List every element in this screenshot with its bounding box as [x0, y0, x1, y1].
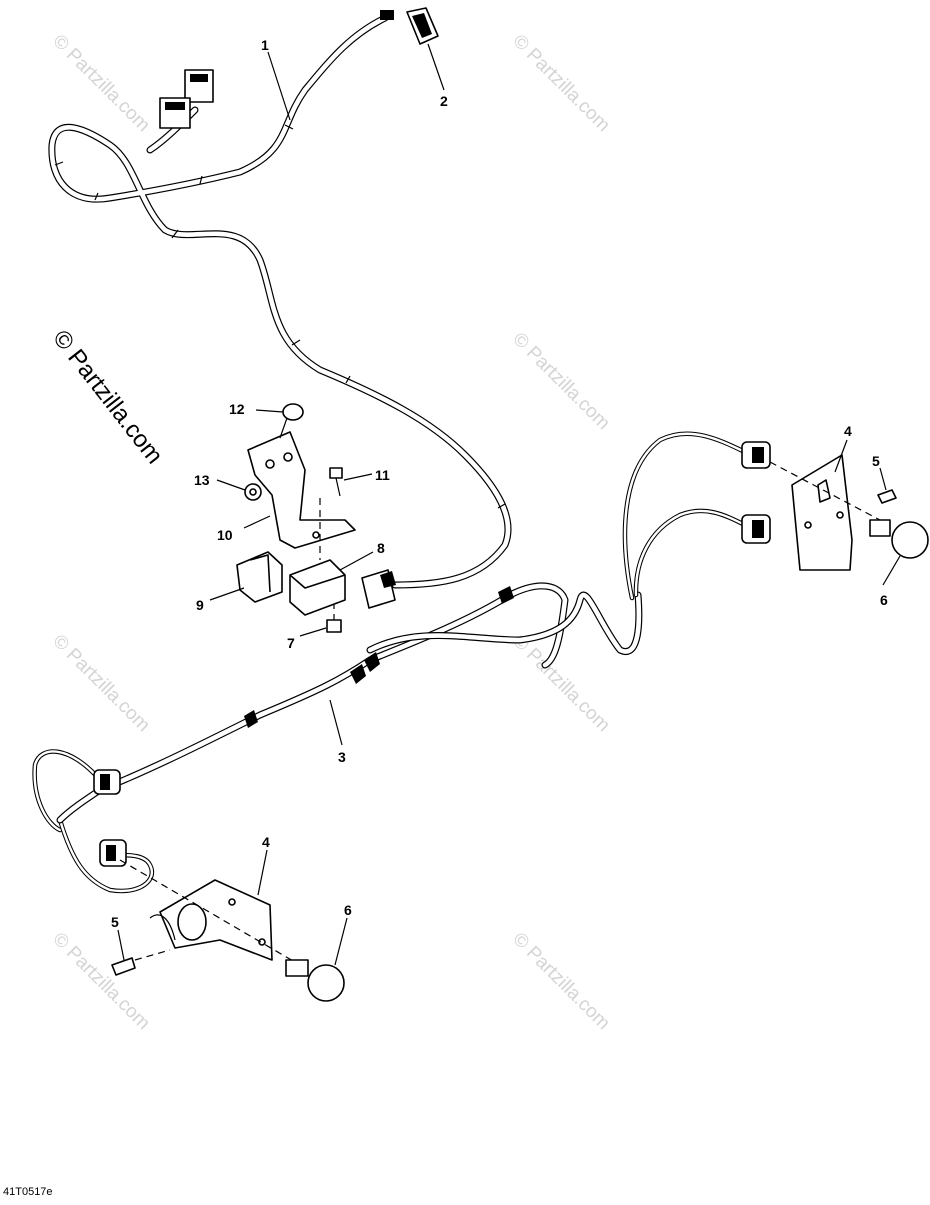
main-harness — [48, 7, 512, 609]
callout-7: 7 — [287, 635, 295, 651]
bulb-socket — [741, 441, 771, 469]
wire-clip — [350, 664, 366, 684]
callout-11: 11 — [375, 467, 390, 483]
callout-4: 4 — [844, 423, 852, 439]
wire-clip — [364, 652, 380, 672]
bulb — [891, 521, 929, 559]
watermark: © Partzilla.com — [508, 31, 613, 136]
callout-6: 6 — [880, 592, 888, 608]
callout-3: 3 — [338, 749, 346, 765]
callout-4: 4 — [262, 834, 270, 850]
callout-2: 2 — [440, 93, 448, 109]
terminal-clip — [380, 10, 394, 20]
callout-10: 10 — [217, 527, 233, 543]
watermark: © Partzilla.com — [508, 929, 613, 1034]
callout-5: 5 — [111, 914, 119, 930]
watermark: © Partzilla.com — [48, 929, 153, 1034]
wire-clip — [498, 586, 514, 604]
bulb-socket — [99, 839, 127, 867]
wire-clip — [244, 710, 258, 728]
callout-5: 5 — [872, 453, 880, 469]
watermark: © Partzilla.com — [48, 631, 153, 736]
callout-6: 6 — [344, 902, 352, 918]
watermark: © Partzilla.com — [508, 329, 613, 434]
screw — [329, 467, 343, 479]
mounting-bracket — [247, 431, 356, 549]
callout-13: 13 — [194, 472, 210, 488]
bulb-socket — [93, 769, 121, 795]
drawing-code: 41T0517e — [3, 1186, 53, 1198]
light-bracket — [159, 879, 273, 961]
watermark: © Partzilla.com — [48, 31, 153, 136]
relay-bracket-assembly — [236, 403, 356, 633]
rivet — [282, 403, 304, 421]
bulb-socket — [741, 514, 771, 544]
harness-end-connector — [361, 569, 396, 609]
rocker-switch — [406, 7, 439, 45]
callout-12: 12 — [229, 401, 245, 417]
tape-bands — [54, 124, 506, 509]
callout-9: 9 — [196, 597, 204, 613]
bulb — [307, 964, 345, 1002]
callout-8: 8 — [377, 540, 385, 556]
bulb-base — [869, 519, 891, 537]
leader-lines — [117, 43, 901, 966]
bulb-base — [285, 959, 309, 977]
lock-nut — [326, 619, 342, 633]
screw — [877, 489, 897, 504]
callouts: 1 2 3 4 4 5 5 6 6 7 8 9 10 11 12 13 — [111, 37, 888, 930]
screw — [111, 957, 136, 976]
callout-1: 1 — [261, 37, 269, 53]
light-bracket — [791, 454, 853, 571]
right-light-bracket — [769, 454, 929, 571]
left-light-bracket — [111, 859, 345, 1002]
light-harness — [32, 431, 771, 894]
relay — [289, 559, 346, 616]
watermark: © Partzilla.com — [508, 631, 613, 736]
watermark-main: © Partzilla.com — [47, 325, 168, 469]
